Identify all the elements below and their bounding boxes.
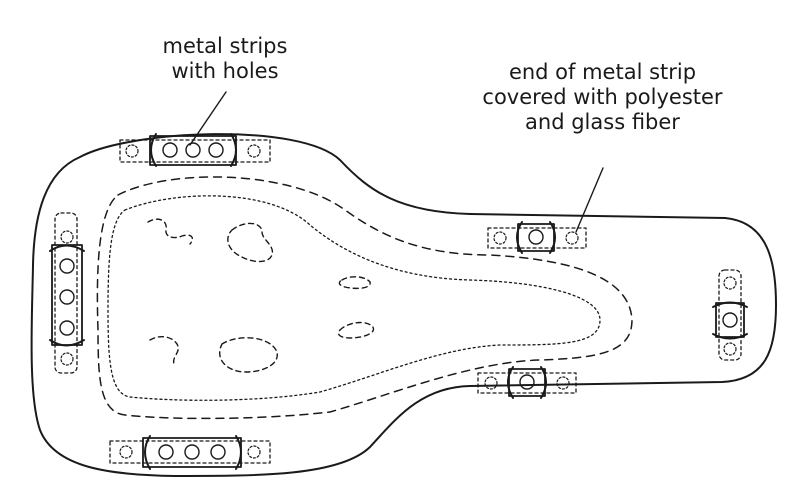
contour-scribble-2 (227, 222, 274, 263)
metal-strip-bottom (109, 435, 271, 470)
contour-scribble-3 (338, 276, 371, 290)
contour-scribble-4 (337, 321, 375, 339)
label-line: and glass fiber (525, 110, 680, 134)
label-line: with holes (171, 59, 279, 83)
metal-strip-nose-top (487, 221, 587, 254)
leader-line-end (575, 167, 604, 233)
metal-strip-top (119, 133, 271, 167)
contour-scribble-5 (149, 336, 179, 367)
leader-line-strips (189, 91, 227, 146)
metal-strip-right (712, 269, 748, 361)
metal-strip-left (49, 212, 85, 374)
label-metal-strips: metal strips with holes (130, 34, 320, 84)
contour-scribble-6 (219, 337, 278, 373)
label-line: metal strips (162, 34, 288, 58)
metal-strip-nose-bottom (477, 366, 577, 399)
label-strip-end: end of metal strip covered with polyeste… (460, 60, 745, 135)
contour-scribble-1 (147, 218, 194, 245)
label-line: covered with polyester (482, 85, 723, 109)
foam-contour-outer (96, 176, 633, 420)
label-line: end of metal strip (508, 60, 697, 84)
saddle-outline (30, 133, 777, 477)
foam-contour-inner (107, 195, 601, 401)
